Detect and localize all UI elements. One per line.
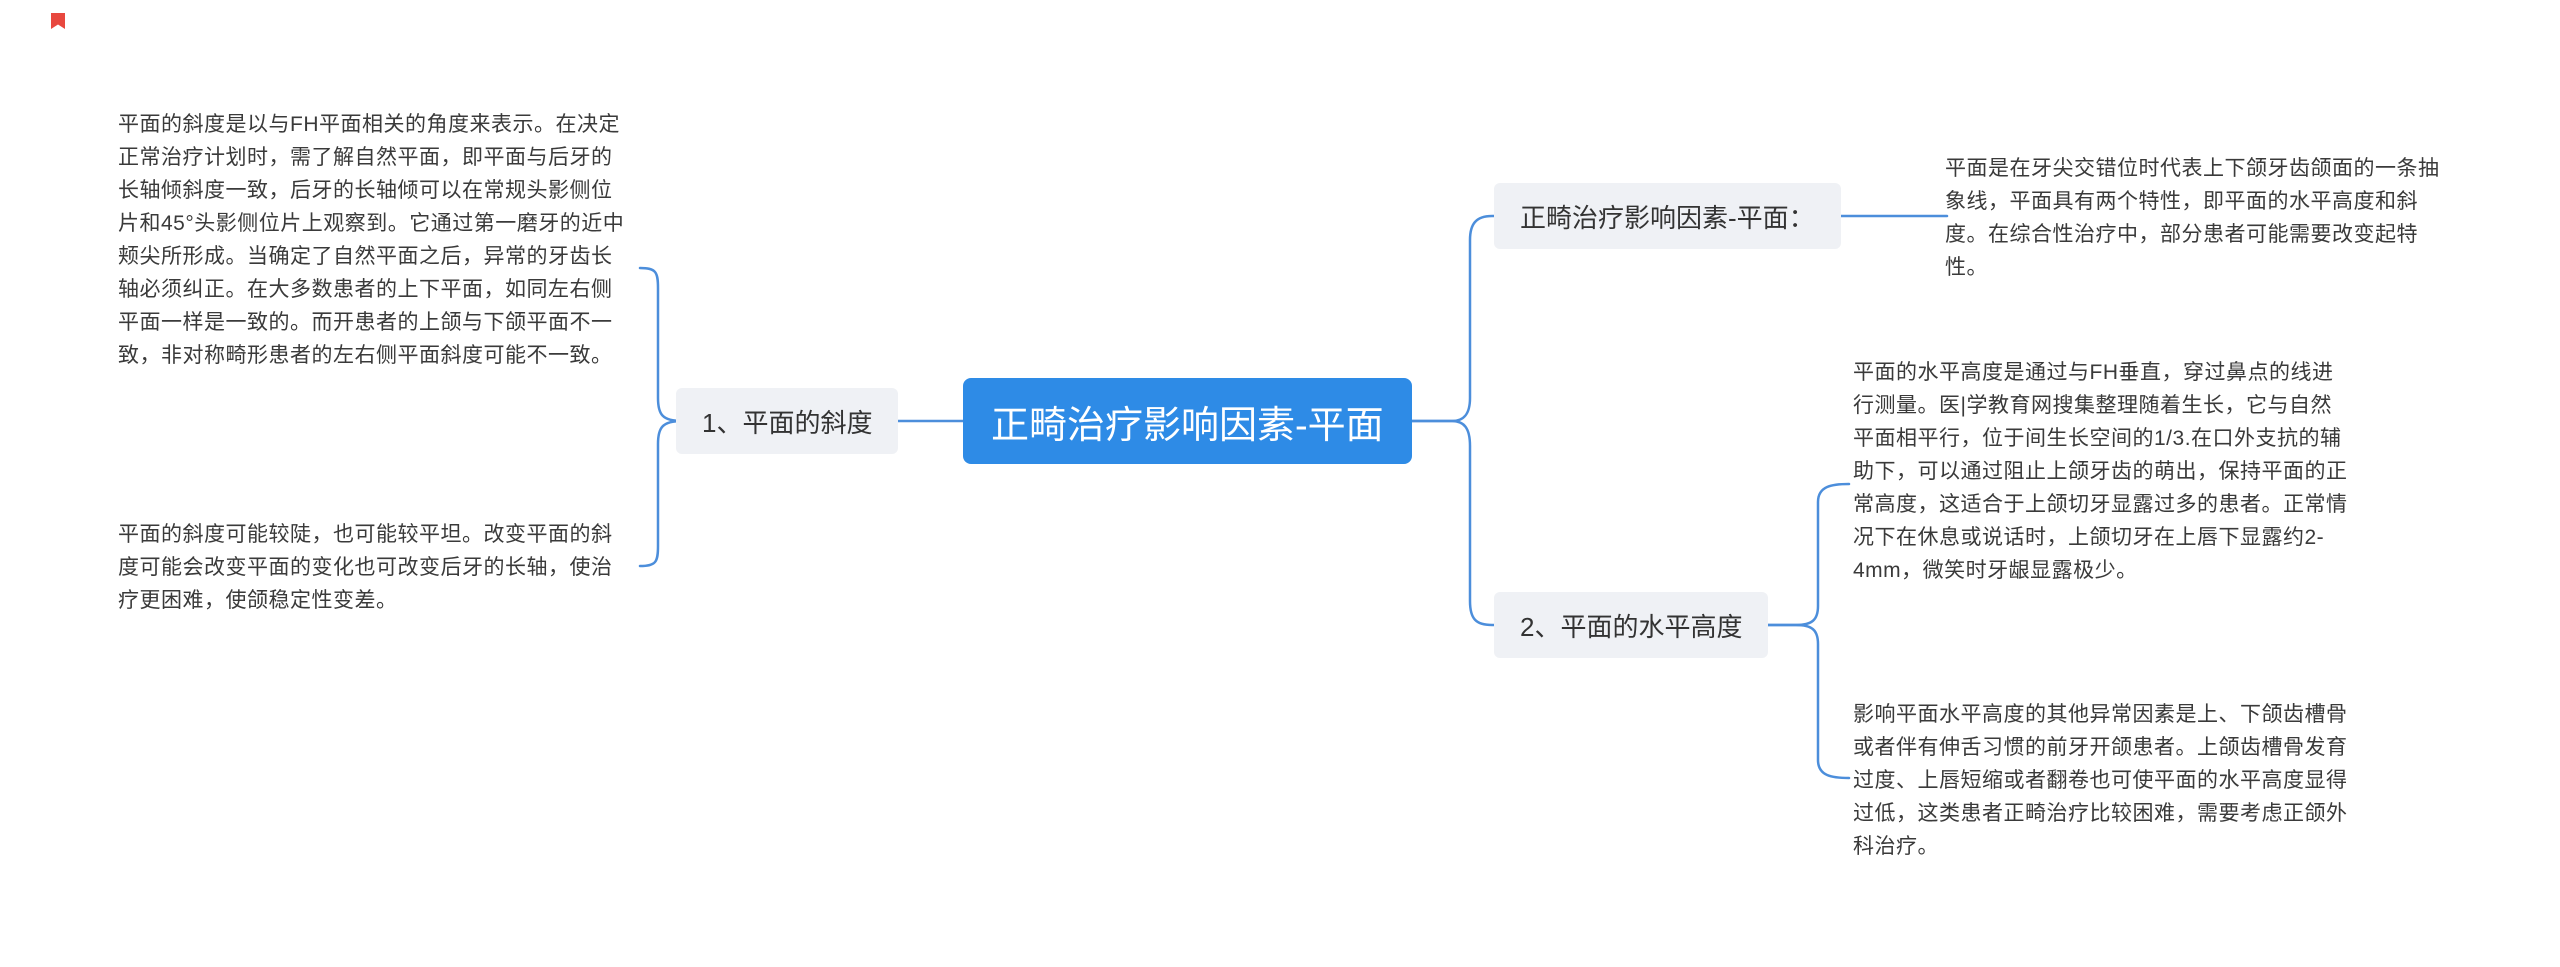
root-topic[interactable]: 正畸治疗影响因素-平面 <box>963 378 1412 464</box>
brand-mark-icon <box>51 13 65 29</box>
brand-mark-shape <box>51 13 65 29</box>
node-plane-vertical-height[interactable]: 2、平面的水平高度 <box>1494 592 1769 658</box>
node-plane-overview-label: 正畸治疗影响因素-平面： <box>1520 202 1815 233</box>
connector-r2-brace-bottom <box>1738 623 1851 780</box>
note-slope-description: 平面的斜度是以与FH平面相关的角度来表示。在决定正常治疗计划时，需了解自然平面，… <box>118 113 625 367</box>
connector-trunk-down <box>1378 419 1532 627</box>
node-plane-overview[interactable]: 正畸治疗影响因素-平面： <box>1494 183 1841 249</box>
note-vertical-height-factors: 影响平面水平高度的其他异常因素是上、下颌齿槽骨或者伴有伸舌习惯的前牙开颌患者。上… <box>1853 703 2348 858</box>
note-vertical-height-measure: 平面的水平高度是通过与FH垂直，穿过鼻点的线进行测量。医|学教育网搜集整理随着生… <box>1853 361 2348 582</box>
node-plane-slope-label: 1、平面的斜度 <box>702 407 873 438</box>
connector-left-brace-top <box>638 266 684 423</box>
note-plane-definition: 平面是在牙尖交错位时代表上下颌牙齿颌面的一条抽象线，平面具有两个特性，即平面的水… <box>1945 157 2440 279</box>
node-plane-vertical-height-label: 2、平面的水平高度 <box>1520 611 1743 642</box>
connector-trunk-up <box>1378 214 1532 423</box>
connector-left-brace-bottom <box>638 419 684 568</box>
note-slope-change: 平面的斜度可能较陡，也可能较平坦。改变平面的斜度可能会改变平面的变化也可改变后牙… <box>118 523 613 612</box>
root-topic-label: 正畸治疗影响因素-平面 <box>991 404 1384 447</box>
node-plane-slope[interactable]: 1、平面的斜度 <box>676 388 899 454</box>
connector-r2-brace-top <box>1738 482 1851 627</box>
